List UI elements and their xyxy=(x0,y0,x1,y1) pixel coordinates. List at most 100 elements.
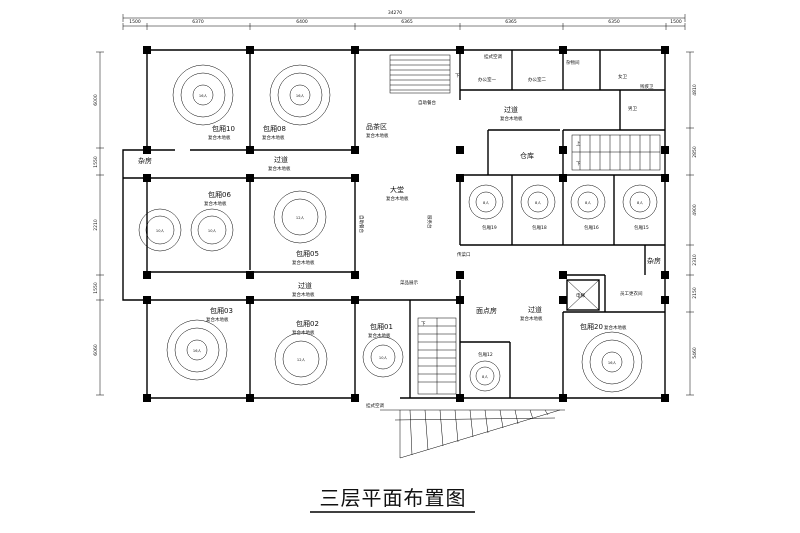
seat-label-12: 8人 xyxy=(482,374,488,379)
floor-dating: 复合木地板 xyxy=(386,195,409,202)
seat-label-16: 8人 xyxy=(585,200,591,205)
room-guimen-top: 挂式空调 xyxy=(484,53,502,60)
room-baoxiang18: 包厢18 xyxy=(532,224,547,231)
table-baoxiang05 xyxy=(273,190,327,244)
seat-label-19: 8人 xyxy=(483,200,489,205)
room-guashi-bottom: 挂式空调 xyxy=(366,402,384,409)
stair-top xyxy=(389,54,451,94)
dim-left-1: 1550 xyxy=(93,156,99,168)
floor-pinchaqu: 复合木地板 xyxy=(366,132,389,139)
seat-label-18: 8人 xyxy=(535,200,541,205)
dimension-left: 6000 1550 2210 1550 6060 xyxy=(93,51,104,396)
room-xiaohui: 残疾卫 xyxy=(640,83,654,90)
room-nvwei: 女卫 xyxy=(618,73,627,80)
room-zafang-left: 杂房 xyxy=(138,156,152,165)
seat-label-01: 10人 xyxy=(379,355,388,360)
table-baoxiang18 xyxy=(520,184,556,220)
table-baoxiang15 xyxy=(622,184,658,220)
outer-walls xyxy=(122,49,666,399)
room-baoxiang12: 包厢12 xyxy=(478,351,493,358)
seat-label-03: 16人 xyxy=(193,348,202,353)
table-baoxiang02 xyxy=(274,332,328,386)
room-nanwei: 男卫 xyxy=(628,106,637,112)
room-baoxiang03: 包厢03 xyxy=(210,306,233,315)
floor-guodao-lower: 复合木地板 xyxy=(292,291,315,298)
elevator xyxy=(566,279,600,311)
room-baoxiang01: 包厢01 xyxy=(370,322,393,331)
dim-right-1: 2850 xyxy=(692,146,698,158)
floor-guodao-top: 复合木地板 xyxy=(500,115,523,122)
floor-baoxiang10: 复合木地板 xyxy=(208,134,231,141)
dim-top-1: 6370 xyxy=(192,19,204,25)
room-chuanchaikou: 传菜口 xyxy=(457,251,471,258)
floor-guodao-mid: 复合木地板 xyxy=(268,165,291,172)
dim-left-3: 1550 xyxy=(93,282,99,294)
dim-top-2: 6400 xyxy=(296,19,308,25)
room-pinchaqu: 品茶区 xyxy=(366,122,387,131)
dim-left-0: 6000 xyxy=(93,94,99,106)
stair-right xyxy=(571,134,661,171)
entrance-ramp xyxy=(380,409,565,459)
dimension-right: 4810 2850 4900 2310 2150 5460 xyxy=(686,51,698,396)
room-yuangong: 员工更衣间 xyxy=(620,290,643,297)
dim-total: 34270 xyxy=(388,10,402,16)
room-bangongshi1: 办公室一 xyxy=(478,76,496,83)
room-baoxiang19: 包厢19 xyxy=(482,224,497,231)
dim-top-3: 6365 xyxy=(401,19,413,25)
room-zafang-right: 杂房 xyxy=(647,256,661,265)
floor-baoxiang06: 复合木地板 xyxy=(204,200,227,207)
table-baoxiang20 xyxy=(581,331,643,393)
table-baoxiang12 xyxy=(469,360,501,392)
floor-baoxiang02: 复合木地板 xyxy=(292,329,315,336)
stair-bottom-label: 下 xyxy=(421,321,426,327)
table-baoxiang19 xyxy=(468,184,504,220)
room-miandianfang: 面点房 xyxy=(476,306,497,315)
seat-label-15: 8人 xyxy=(637,200,643,205)
room-baoxiang02: 包厢02 xyxy=(296,319,319,328)
room-guodao-top: 过道 xyxy=(504,105,518,114)
stair-right-down: 下 xyxy=(576,161,581,167)
stair-right-up: 上 xyxy=(576,140,581,147)
dim-top-4: 6365 xyxy=(505,19,517,25)
floor-baoxiang01: 复合木地板 xyxy=(368,332,391,339)
interior-walls xyxy=(123,50,665,398)
floor-baoxiang08: 复合木地板 xyxy=(262,134,285,141)
table-baoxiang10 xyxy=(172,64,234,126)
dim-right-4: 2150 xyxy=(692,287,698,299)
room-guodao-lower: 过道 xyxy=(298,281,312,290)
room-cangku: 仓库 xyxy=(520,151,534,160)
room-baoxiang08: 包厢08 xyxy=(263,124,286,133)
room-zawu-top: 杂物间 xyxy=(566,59,580,66)
room-baoxiang16: 包厢16 xyxy=(584,224,599,231)
room-baoxiang20: 包厢20 xyxy=(580,322,603,331)
plan-title: 三层平面布置图 xyxy=(320,486,467,510)
table-baoxiang01 xyxy=(362,336,404,378)
seat-label-10: 16人 xyxy=(199,93,208,98)
seat-label-20: 16人 xyxy=(608,360,617,365)
room-zizhucanti2: 自助餐台 xyxy=(358,215,365,233)
room-baoxiang15: 包厢15 xyxy=(634,224,649,231)
dim-right-5: 5460 xyxy=(692,347,698,359)
room-bangongshi2: 办公室二 xyxy=(528,76,546,83)
floor-baoxiang05: 复合木地板 xyxy=(292,259,315,266)
room-zizhucanti: 自助餐台 xyxy=(418,99,436,106)
room-fuwutai: 服务台 xyxy=(426,215,433,229)
floor-guodao-center: 复合木地板 xyxy=(520,315,543,322)
floor-baoxiang20: 复合木地板 xyxy=(604,324,627,331)
room-guodao-center: 过道 xyxy=(528,305,542,314)
table-baoxiang03 xyxy=(166,319,228,381)
table-baoxiang06b xyxy=(190,208,234,252)
seat-label-06b: 10人 xyxy=(208,228,217,233)
table-baoxiang06a xyxy=(138,208,182,252)
floor-baoxiang03: 复合木地板 xyxy=(206,316,229,323)
dim-right-3: 2310 xyxy=(692,254,698,266)
seat-label-02: 12人 xyxy=(297,357,306,362)
room-baoxiang10: 包厢10 xyxy=(212,124,235,133)
room-baoxiang05: 包厢05 xyxy=(296,249,319,258)
dimension-top: 34270 1500 6370 6400 6365 6365 6350 1500 xyxy=(122,10,686,30)
columns xyxy=(143,46,669,402)
dim-right-0: 4810 xyxy=(692,84,698,96)
table-baoxiang08 xyxy=(269,64,331,126)
room-caipin: 菜品展示 xyxy=(400,279,418,286)
